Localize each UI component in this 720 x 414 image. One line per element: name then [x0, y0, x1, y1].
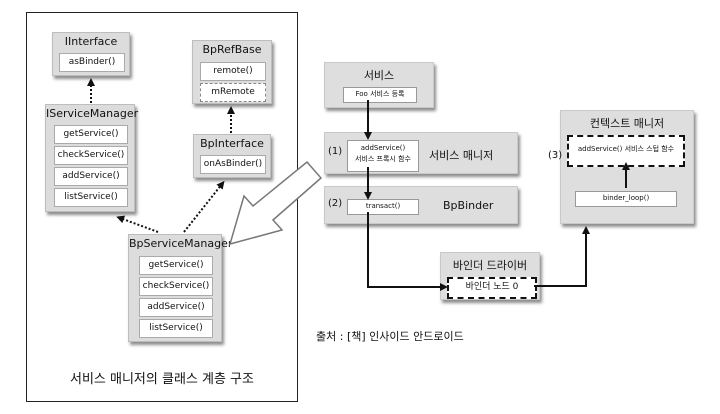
bprefbase-method-remote: remote() [200, 62, 266, 81]
iservicemanager-method-addservice: addService() [54, 167, 128, 186]
bpinterface-title: BpInterface [200, 137, 264, 150]
transact-box: transact() [347, 199, 419, 215]
bpbinder-panel: BpBinder transact() [324, 186, 518, 224]
bpservicemanager-method-addservice: addService() [139, 298, 213, 317]
flow-binder-node-to-context-manager [534, 226, 590, 287]
bprefbase-class: BpRefBase remote() mRemote [192, 40, 272, 104]
context-manager-panel-title: 컨텍스트 매니저 [589, 117, 665, 130]
step-2-label: (2) [328, 198, 343, 209]
iservicemanager-method-checkservice: checkService() [54, 146, 128, 165]
addservice-proxy-line1: addService() [360, 144, 406, 152]
service-manager-panel: 서비스 매니저 addService() 서비스 프록시 함수 [324, 132, 518, 174]
service-manager-panel-title: 서비스 매니저 [429, 149, 494, 162]
step-1-label: (1) [328, 146, 343, 157]
iservicemanager-title: IServiceManager [46, 107, 139, 120]
addservice-proxy-line2: 서비스 프록시 함수 [355, 155, 411, 163]
bpservicemanager-class: BpServiceManager getService() checkServi… [128, 234, 233, 342]
bprefbase-title: BpRefBase [202, 43, 262, 56]
iservicemanager-method-listservice: listService() [54, 188, 128, 207]
bpservicemanager-method-checkservice: checkService() [139, 277, 213, 296]
binder-driver-panel-title: 바인더 드라이버 [452, 259, 528, 272]
bpservicemanager-method-getservice: getService() [139, 256, 213, 275]
bpinterface-method-onasbinder: onAsBinder() [200, 155, 266, 174]
step-3-label: (3) [548, 150, 563, 161]
binder-node-0-box: 바인더 노드 0 [447, 277, 537, 299]
binder-driver-panel: 바인더 드라이버 바인더 노드 0 [440, 252, 540, 300]
foo-service-register-box: Foo 서비스 등록 [343, 87, 417, 103]
bpinterface-class: BpInterface onAsBinder() [193, 134, 271, 178]
bpservicemanager-method-listservice: listService() [139, 319, 213, 338]
iinterface-title: IInterface [64, 35, 118, 48]
bpbinder-panel-title: BpBinder [443, 199, 494, 212]
big-hollow-arrow [228, 160, 323, 246]
source-citation: 출처 : [책] 인사이드 안드로이드 [316, 330, 464, 343]
flow-transact-to-binder-node [367, 212, 448, 291]
inherit-bpservicemanager-to-iservicemanager [116, 215, 159, 233]
binder-loop-box: binder_loop() [575, 191, 677, 207]
service-panel-title: 서비스 [363, 69, 395, 82]
bprefbase-member-mremote: mRemote [200, 83, 266, 102]
class-hierarchy-caption: 서비스 매니저의 클래스 계층 구조 [70, 372, 254, 387]
bpservicemanager-title: BpServiceManager [129, 237, 233, 250]
inherit-bpservicemanager-to-bpinterface [183, 180, 225, 233]
iinterface-class: IInterface asBinder() [52, 32, 130, 76]
iservicemanager-class: IServiceManager getService() checkServic… [45, 104, 139, 212]
service-panel: 서비스 Foo 서비스 등록 [324, 62, 434, 108]
addservice-proxy-box: addService() 서비스 프록시 함수 [347, 140, 419, 172]
iinterface-method-asbinder: asBinder() [59, 53, 125, 72]
iservicemanager-method-getservice: getService() [54, 125, 128, 144]
